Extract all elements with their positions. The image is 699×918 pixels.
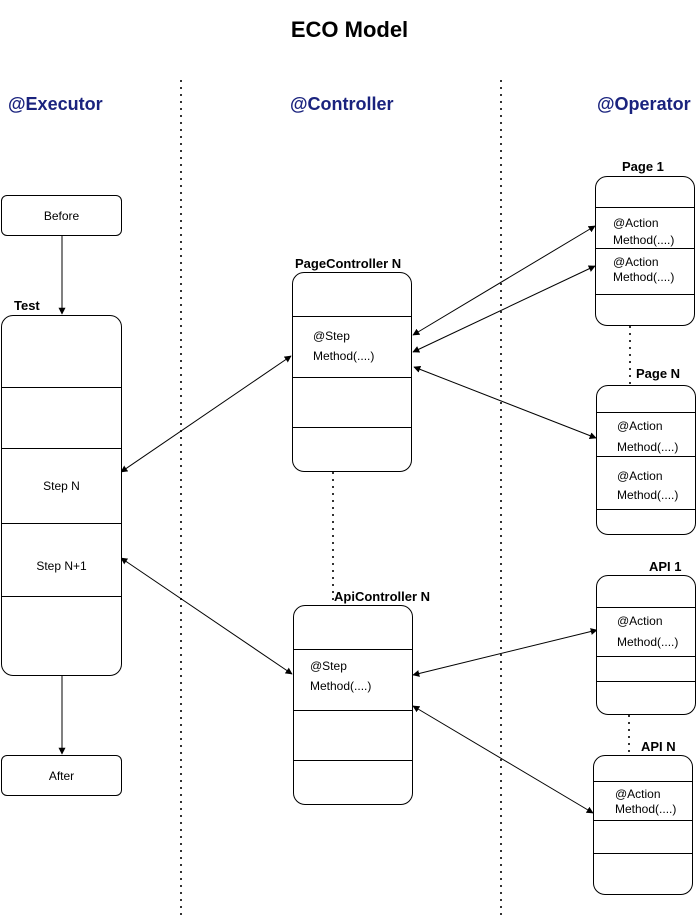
step-n1-label: Step N+1 [36,559,87,573]
apin-label: API N [641,739,676,754]
api1-box: @Action Method(....) [596,575,696,715]
arrow-pagecontroller-pagen [413,366,597,439]
apin-box: @Action Method(....) [593,755,693,895]
arrow-apicontroller-api1 [412,628,598,677]
pagen-action1-label: @Action [617,419,663,433]
arrow-pagecontroller-page1-action1 [412,225,596,336]
apicontroller-box: @Step Method(....) [293,605,413,805]
pagecontroller-label: PageController N [295,256,402,271]
arrow-apicontroller-apin [412,705,594,814]
pagecontroller-method-label: Method(....) [313,349,375,363]
page1-action1-label: @Action [613,216,659,230]
apin-method-label: Method(....) [615,802,677,816]
page1-box: @Action Method(....) @Action Method(....… [595,176,695,326]
after-label: After [48,768,75,783]
before-box: Before [1,195,122,236]
page1-label: Page 1 [622,159,664,174]
pagecontroller-box: @Step Method(....) [292,272,412,472]
step-n-label: Step N [43,479,80,493]
test-box: Step N Step N+1 [1,315,122,676]
column-title-operator: @Operator [597,94,691,114]
api1-label: API 1 [649,559,682,574]
pagen-method2-label: Method(....) [617,488,679,502]
pagen-label: Page N [636,366,681,381]
apicontroller-step-label: @Step [310,659,347,673]
column-title-controller: @Controller [290,94,394,114]
diagram-title: ECO Model [290,17,409,42]
page1-method1-label: Method(....) [613,233,675,247]
apicontroller-method-label: Method(....) [310,679,372,693]
apin-action-label: @Action [615,787,661,801]
column-title-executor: @Executor [8,94,103,114]
pagen-box: @Action Method(....) @Action Method(....… [596,385,696,535]
page1-action2-label: @Action [613,255,659,269]
test-label: Test [14,298,40,313]
arrow-pagecontroller-page1-action2 [412,265,596,353]
apicontroller-label: ApiController N [334,589,431,604]
pagen-action2-label: @Action [617,469,663,483]
after-box: After [1,755,122,796]
before-label: Before [43,208,80,223]
arrow-stepn-pagecontroller [120,355,292,473]
api1-method-label: Method(....) [617,635,679,649]
page1-method2-label: Method(....) [613,270,675,284]
api1-action-label: @Action [617,614,663,628]
pagen-method1-label: Method(....) [617,440,679,454]
pagecontroller-step-label: @Step [313,329,350,343]
arrow-stepn1-apicontroller [120,557,293,675]
